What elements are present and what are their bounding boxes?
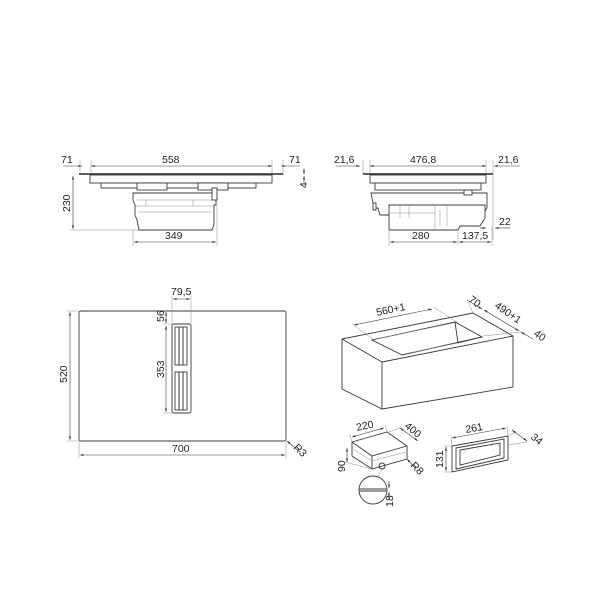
dim-frame-width: 261 <box>464 421 483 436</box>
dim-rear-margin: 40 <box>531 328 548 345</box>
dim-duct-radius: R8 <box>408 460 426 478</box>
dim-frame-depth: 34 <box>528 431 545 448</box>
plinth-frame-view: 261 131 34 <box>434 421 545 473</box>
dim-vent-length: 353 <box>155 360 167 378</box>
dim-height: 230 <box>61 194 73 212</box>
dim-corner-radius: R3 <box>291 442 309 460</box>
dim-duct-width: 220 <box>355 419 375 434</box>
dim-frame-height: 131 <box>434 450 446 468</box>
dim-width: 700 <box>172 443 190 455</box>
dim-motor-width: 349 <box>165 230 183 242</box>
dim-right-overhang: 71 <box>289 154 301 166</box>
dim-duct-thickness: 18 <box>384 495 396 507</box>
dim-cut-depth: 490+1 <box>492 300 523 327</box>
dim-width: 558 <box>162 154 180 166</box>
cutout-view: 560+1 70 490+1 40 <box>341 294 548 410</box>
dim-vent-width: 79,5 <box>171 286 192 298</box>
dim-left-overhang: 71 <box>61 154 73 166</box>
front-side-view: 71 558 71 230 4 349 <box>61 154 310 246</box>
dim-duct-depth: 400 <box>402 420 423 441</box>
dim-left-overhang: 21,6 <box>334 154 355 166</box>
dim-glass-thickness: 4 <box>298 182 310 188</box>
dim-vent-offset: 56 <box>155 310 167 322</box>
dim-offset: 22 <box>499 216 511 228</box>
dim-right-overhang: 21,6 <box>498 154 519 166</box>
top-view: 79,5 56 353 520 700 R3 <box>58 286 309 460</box>
dim-cut-width: 560+1 <box>375 301 406 319</box>
dim-rear-depth: 137,5 <box>462 230 488 242</box>
dim-duct-height: 90 <box>336 460 348 472</box>
dim-depth: 520 <box>58 365 70 383</box>
dim-width: 476,8 <box>410 154 436 166</box>
plinth-duct-view: 220 400 90 R8 18 <box>336 419 426 507</box>
dim-motor-width: 280 <box>412 230 430 242</box>
lateral-side-view: 21,6 476,8 21,6 280 137,5 22 <box>334 154 520 246</box>
